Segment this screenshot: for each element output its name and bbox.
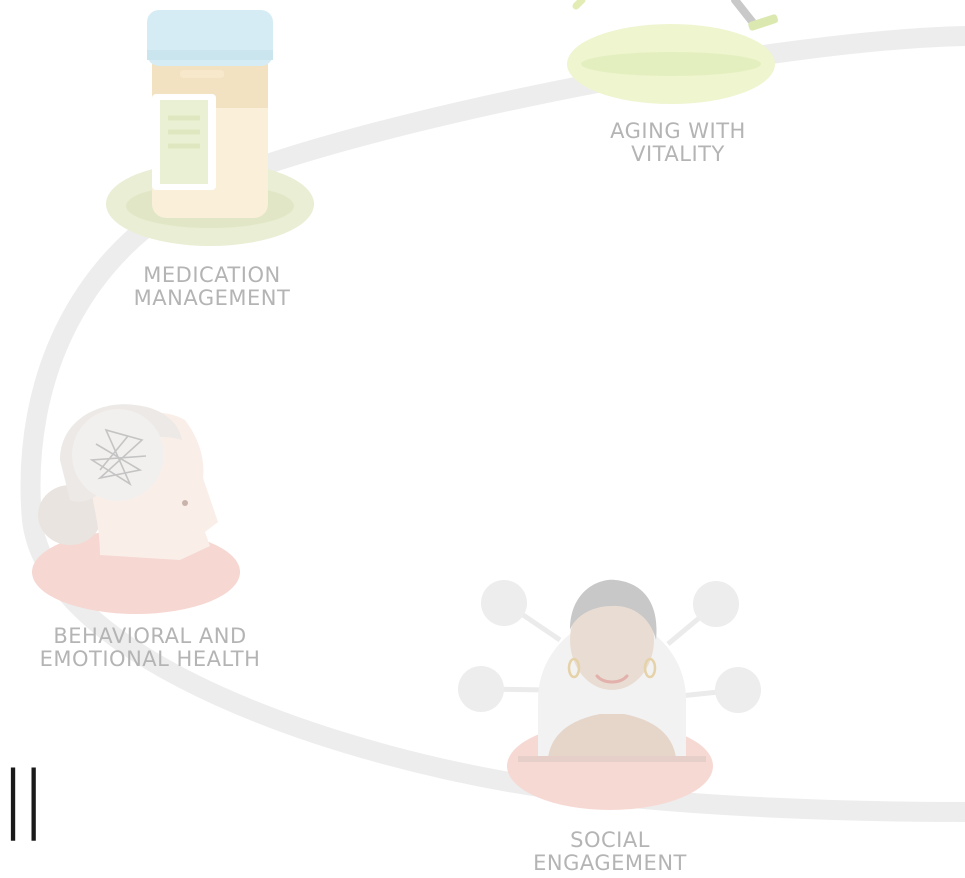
- social-network-icon: [458, 579, 761, 810]
- head-profile-icon: [32, 404, 240, 614]
- heading-fragment: ll: [0, 752, 47, 864]
- walker-icon: [567, 0, 779, 104]
- pill-bottle-icon: [106, 10, 314, 246]
